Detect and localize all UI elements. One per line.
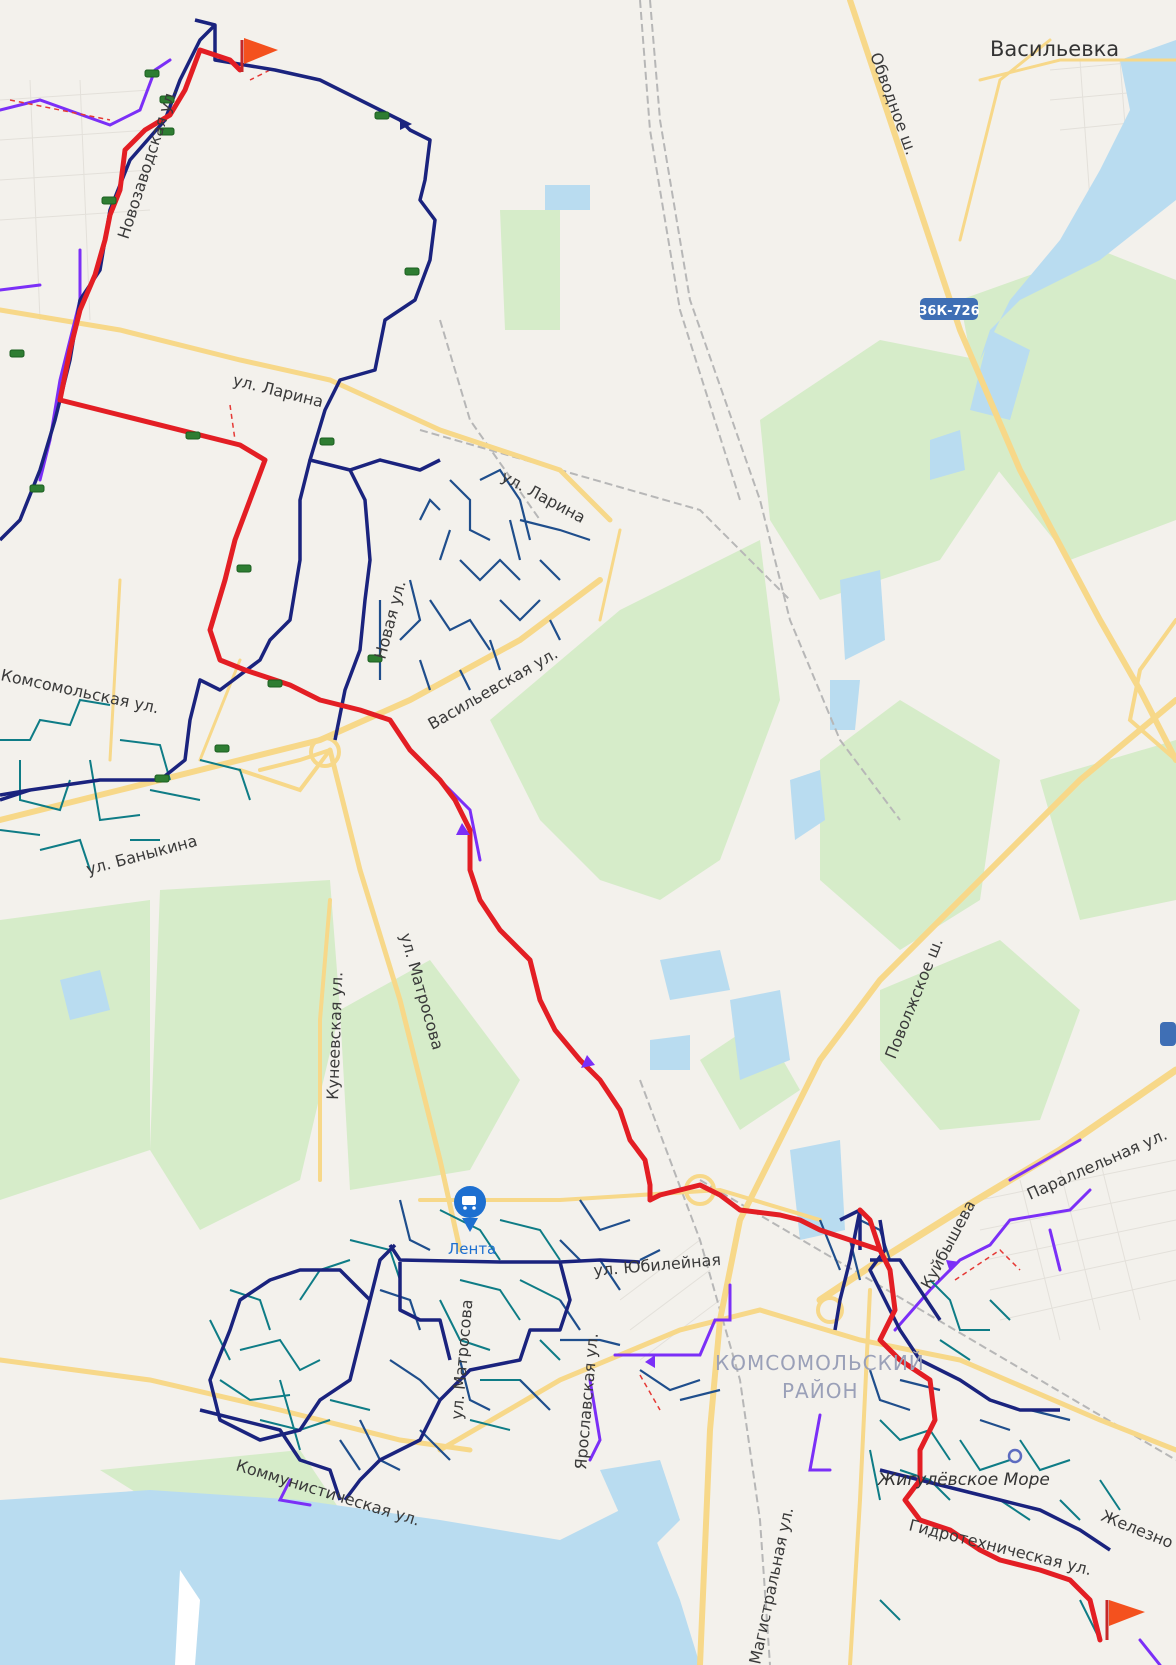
place-labels: Васильевка КОМСОМОЛЬСКИЙ РАЙОН Жигулёвск… [448,37,1119,1490]
main-route [57,47,1103,1643]
direction-arrows [400,118,960,1368]
route-start-flag[interactable] [240,38,278,72]
route-end-flag[interactable] [1105,1600,1145,1640]
label-vasilevka: Васильевка [990,37,1119,61]
label-kuneevskaya: Кунеевская ул. [323,971,346,1100]
green-areas [0,210,1176,1520]
label-komsomolsky-district-1: КОМСОМОЛЬСКИЙ [715,1351,925,1375]
lenta-pin-icon[interactable] [454,1186,486,1232]
label-zhigulevskoe-more: Жигулёвское Море [877,1470,1050,1490]
edge-badge [1160,1022,1176,1046]
water-bodies [0,40,1176,1665]
label-komsomolsky-district-2: РАЙОН [782,1379,858,1403]
teal-network [0,698,1121,1641]
purple-network [0,58,1162,1665]
route-badge-36k: 36К-726 [918,298,980,320]
zhigulevskoe-more-marker-icon [1007,1448,1023,1464]
route-badge-text: 36К-726 [918,304,979,319]
purple-dashed [9,69,1021,1411]
station-markers [9,69,420,783]
residential-blocks [0,59,1176,1361]
blue-network [339,468,1071,1471]
label-lenta: Лента [448,1240,496,1258]
